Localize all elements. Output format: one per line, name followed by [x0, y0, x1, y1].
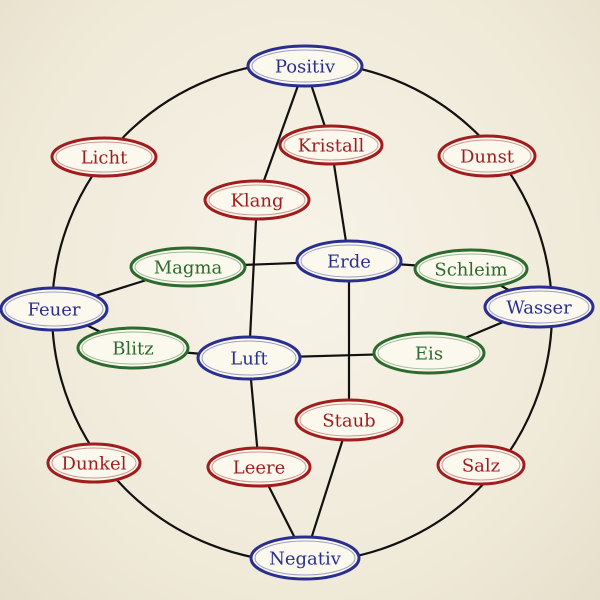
node-blitz-label: Blitz — [112, 339, 153, 360]
node-schleim-label: Schleim — [434, 260, 507, 281]
node-wasser-label: Wasser — [506, 298, 572, 319]
node-leere-inner-ring — [211, 451, 307, 483]
node-negativ: Negativ — [249, 535, 361, 581]
node-erde-ellipse — [295, 239, 403, 283]
node-magma-inner-ring — [134, 251, 242, 283]
node-luft-label: Luft — [230, 349, 268, 370]
node-eis-inner-ring — [377, 336, 481, 370]
node-luft: Luft — [196, 335, 302, 381]
node-kristall: Kristall — [278, 124, 384, 166]
node-feuer-inner-ring — [4, 291, 104, 327]
node-negativ-inner-ring — [254, 540, 356, 576]
node-klang-ellipse — [203, 179, 311, 221]
node-dunst-ellipse — [437, 134, 537, 178]
node-licht: Licht — [50, 136, 158, 178]
node-schleim-ellipse — [413, 248, 529, 290]
node-salz: Salz — [436, 444, 526, 486]
node-blitz-inner-ring — [81, 331, 185, 365]
node-licht-inner-ring — [55, 141, 153, 173]
node-staub-ellipse — [294, 398, 404, 442]
node-staub-inner-ring — [299, 403, 399, 437]
node-klang-label: Klang — [230, 191, 283, 212]
node-dunst-label: Dunst — [460, 147, 515, 168]
node-wasser-ellipse — [483, 285, 595, 329]
node-feuer: Feuer — [0, 286, 109, 332]
node-feuer-label: Feuer — [27, 300, 80, 321]
edge-positiv-klang — [255, 65, 307, 201]
node-magma-ellipse — [129, 246, 247, 288]
node-positiv-ellipse — [246, 44, 364, 88]
node-dunst: Dunst — [437, 134, 537, 178]
node-wasser: Wasser — [483, 285, 595, 329]
node-salz-label: Salz — [462, 456, 500, 477]
node-eis: Eis — [372, 331, 486, 375]
node-blitz: Blitz — [76, 326, 190, 370]
node-dunst-inner-ring — [442, 139, 532, 173]
node-licht-ellipse — [50, 136, 158, 178]
node-leere: Leere — [206, 446, 312, 488]
node-salz-ellipse — [436, 444, 526, 486]
node-erde-inner-ring — [300, 244, 398, 278]
edge-klang-luft — [247, 199, 259, 359]
node-magma: Magma — [129, 246, 247, 288]
node-leere-ellipse — [206, 446, 312, 488]
node-erde-label: Erde — [327, 252, 371, 273]
edge-staub-negativ — [303, 419, 351, 559]
node-dunkel-inner-ring — [51, 447, 137, 479]
node-licht-label: Licht — [81, 148, 128, 169]
node-dunkel-label: Dunkel — [62, 454, 127, 475]
node-positiv-label: Positiv — [275, 57, 336, 78]
node-kristall-ellipse — [278, 124, 384, 166]
node-salz-inner-ring — [441, 449, 521, 481]
node-dunkel-ellipse — [46, 442, 142, 484]
node-eis-label: Eis — [415, 344, 443, 365]
node-kristall-label: Kristall — [298, 136, 365, 157]
node-wasser-inner-ring — [488, 290, 590, 324]
node-schleim-inner-ring — [418, 253, 524, 285]
node-luft-ellipse — [196, 335, 302, 381]
node-positiv-inner-ring — [251, 49, 359, 83]
node-schleim: Schleim — [413, 248, 529, 290]
node-staub-label: Staub — [322, 411, 375, 432]
node-blitz-ellipse — [76, 326, 190, 370]
node-positiv: Positiv — [246, 44, 364, 88]
node-magma-label: Magma — [154, 258, 223, 279]
node-eis-ellipse — [372, 331, 486, 375]
node-dunkel: Dunkel — [46, 442, 142, 484]
node-kristall-inner-ring — [283, 129, 379, 161]
node-feuer-ellipse — [0, 286, 109, 332]
node-luft-inner-ring — [201, 340, 297, 376]
node-negativ-label: Negativ — [269, 549, 342, 570]
node-klang: Klang — [203, 179, 311, 221]
node-staub: Staub — [294, 398, 404, 442]
node-negativ-ellipse — [249, 535, 361, 581]
node-erde: Erde — [295, 239, 403, 283]
node-klang-inner-ring — [208, 184, 306, 216]
node-leere-label: Leere — [233, 458, 286, 479]
